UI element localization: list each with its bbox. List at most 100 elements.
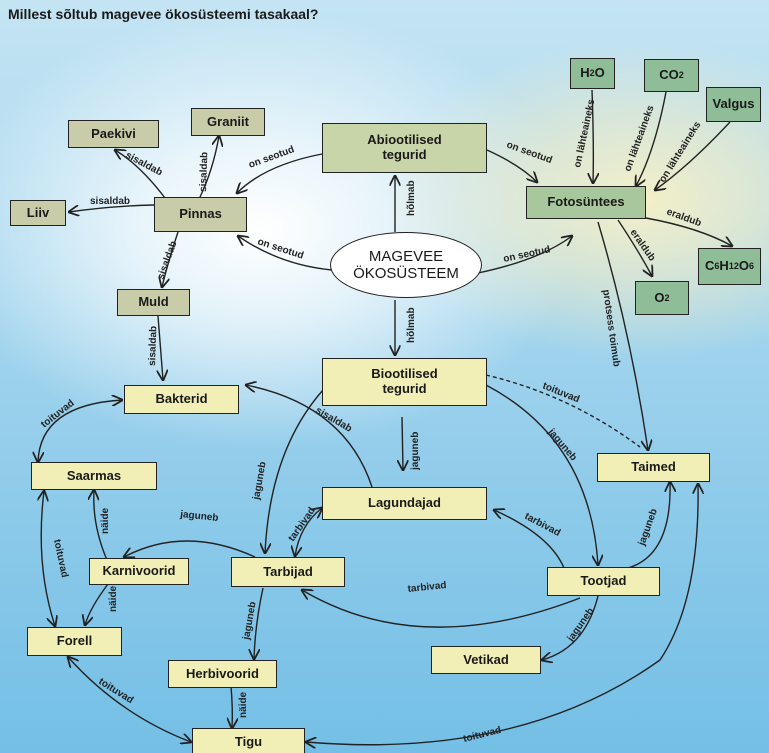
edge-bio-taimed — [485, 374, 641, 448]
abiootilised-line2: tegurid — [382, 147, 427, 162]
label-sisaldab-bakterid-2: sisaldab — [314, 405, 354, 435]
label-naide-tigu: näide — [238, 691, 249, 718]
label-on-seotud-abio-pinnas: on seotud — [247, 144, 296, 171]
glucose-c: C — [705, 258, 715, 274]
label-jaguneb-tootjad: jaguneb — [545, 426, 579, 463]
label-jaguneb-taimed: jaguneb — [636, 507, 660, 548]
edge-herbivoorid-tigu — [231, 685, 232, 728]
glucose-h: H — [719, 258, 729, 274]
h2o-o: O — [594, 65, 605, 81]
edge-tootjad-vetikad — [542, 595, 599, 660]
node-tootjad: Tootjad — [547, 567, 660, 596]
page-title: Millest sõltub magevee ökosüsteemi tasak… — [8, 6, 319, 22]
label-toituvad-forell: toituvad — [51, 538, 70, 578]
edge-karnivoorid-saarmas — [94, 490, 108, 561]
glucose-h-sub: 12 — [728, 261, 739, 272]
edge-bio-tarbijad — [265, 389, 324, 553]
node-tigu: Tigu — [192, 728, 305, 753]
label-tarbivad-lagundajad: tarbivad — [286, 506, 317, 544]
node-taimed: Taimed — [597, 453, 710, 482]
label-holmab-bio: hõlmab — [406, 307, 417, 343]
label-sisaldab-muld: sisaldab — [155, 240, 179, 281]
label-eraldub-glucose: eraldub — [665, 206, 703, 229]
label-tarbivad-mid: tarbivad — [407, 580, 447, 595]
edge-tarbijad-karnivoorid — [124, 540, 256, 557]
edge-foto-o2 — [617, 219, 652, 276]
node-bakterid: Bakterid — [124, 385, 239, 414]
edge-eco-foto — [477, 236, 572, 274]
edge-pinnas-liiv — [69, 204, 155, 212]
label-naide-saarmas: näide — [100, 507, 111, 534]
edge-tootjad-tarbijad — [302, 590, 581, 628]
co2-sub: 2 — [678, 70, 684, 81]
node-lagundajad: Lagundajad — [322, 487, 487, 520]
label-lahteaineks-co2: on lähteaineks — [622, 104, 656, 173]
label-toituvad-taimed: toituvad — [462, 725, 502, 745]
label-jaguneb-vetikad: jaguneb — [565, 606, 597, 645]
label-sisaldab-graniit: sisaldab — [198, 152, 210, 192]
label-jaguneb-tarbijad: jaguneb — [251, 461, 269, 502]
node-pinnas: Pinnas — [154, 197, 247, 232]
label-sisaldab-bakterid: sisaldab — [147, 326, 159, 366]
edge-karnivoorid-forell — [85, 583, 109, 625]
magevee-line1: MAGEVEE — [368, 247, 444, 265]
label-naide-forell: näide — [108, 585, 119, 612]
label-tarbivad-tootjad: tarbivad — [523, 511, 563, 539]
magevee-line2: ÖKOSÜSTEEM — [353, 265, 459, 282]
edge-pinnas-muld — [162, 231, 179, 287]
o2-sub: 2 — [664, 292, 670, 303]
label-lahteaineks-valgus: on lähteaineks — [657, 119, 703, 184]
node-fotosuntees: Fotosüntees — [526, 186, 646, 219]
node-valgus: Valgus — [706, 87, 761, 122]
h2o-sub: 2 — [589, 68, 595, 79]
node-karnivoorid: Karnivoorid — [89, 558, 189, 585]
node-graniit: Graniit — [191, 108, 265, 136]
edge-pinnas-paekivi — [115, 150, 166, 199]
label-jaguneb-lagundajad: jaguneb — [410, 432, 421, 471]
glucose-c-sub: 6 — [714, 261, 720, 272]
edge-saarmas-forell — [41, 491, 55, 626]
edge-pinnas-graniit — [199, 136, 219, 198]
abiootilised-line1: Abiootilised — [367, 132, 442, 148]
node-biootilised-tegurid: Biootilised tegurid — [322, 358, 487, 406]
edge-bio-tootjad — [485, 384, 598, 565]
h2o-h: H — [580, 65, 590, 81]
biootilised-line1: Biootilised — [371, 366, 438, 382]
node-tarbijad: Tarbijad — [231, 557, 345, 587]
edge-bio-lagundajad — [402, 416, 403, 470]
biootilised-line2: tegurid — [382, 381, 427, 396]
edge-saarmas-bakterid — [38, 400, 122, 462]
edge-tarbijad-herbivoorid — [254, 587, 264, 659]
label-on-seotud-abio-foto: on seotud — [505, 139, 554, 166]
label-on-seotud-eco-foto: on seotud — [502, 244, 551, 265]
o2-o: O — [654, 289, 665, 305]
node-muld: Muld — [117, 289, 190, 316]
edge-eco-pinnas — [238, 236, 333, 271]
glucose-o: O — [738, 258, 749, 274]
node-paekivi: Paekivi — [68, 120, 159, 148]
edge-lagundajad-bakterid — [246, 385, 373, 488]
node-forell: Forell — [27, 627, 122, 656]
edge-valgus-foto — [655, 121, 731, 190]
edge-abio-foto — [486, 149, 537, 182]
node-magevee-okosusteem: MAGEVEE ÖKOSÜSTEEM — [330, 232, 482, 298]
edge-foto-taimed — [597, 221, 648, 450]
node-liiv: Liiv — [10, 200, 66, 226]
node-abiootilised-tegurid: Abiootilised tegurid — [322, 123, 487, 173]
edge-abio-pinnas — [237, 153, 323, 193]
glucose-o-sub: 6 — [748, 261, 754, 272]
node-vetikad: Vetikad — [431, 646, 541, 674]
edge-tigu-taimed — [306, 484, 698, 745]
co2-co: CO — [659, 67, 679, 83]
label-toituvad-taimed: toituvad — [541, 381, 581, 406]
node-herbivoorid: Herbivoorid — [168, 660, 277, 688]
label-holmab-abio: hõlmab — [406, 180, 417, 216]
edge-h2o-foto — [592, 89, 593, 183]
label-jaguneb-karnivoorid: jaguneb — [179, 509, 219, 524]
label-sisaldab-liiv: sisaldab — [90, 196, 130, 207]
